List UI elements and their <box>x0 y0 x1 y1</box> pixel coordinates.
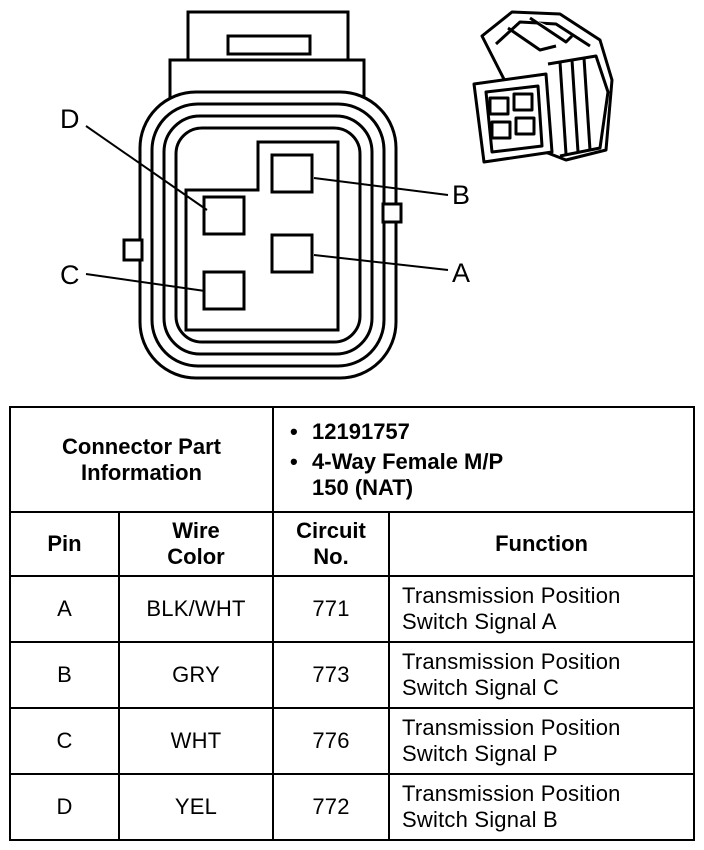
header-wire-color: Wire Color <box>117 511 275 577</box>
header-circuit-no: Circuit No. <box>272 511 391 577</box>
circuit-cell: 776 <box>272 707 391 775</box>
wire-color-cell: BLK/WHT <box>117 575 275 643</box>
pin-label-d: D <box>60 104 80 134</box>
pin-label-c: C <box>60 260 80 290</box>
circuit-cell: 771 <box>272 575 391 643</box>
circuit-cell: 773 <box>272 641 391 709</box>
pin-leader-lines <box>85 125 449 292</box>
table-header-row: Pin Wire Color Circuit No. Function <box>9 511 696 577</box>
connector-part-info-list: 12191757 4-Way Female M/P 150 (NAT) <box>272 406 696 513</box>
header-function: Function <box>388 511 696 577</box>
pin-cavity-a <box>270 233 314 274</box>
circuit-cell: 772 <box>272 773 391 841</box>
info-label-line1: Connector Part <box>62 433 221 459</box>
wire-color-cell: WHT <box>117 707 275 775</box>
pin-cell: D <box>9 773 120 841</box>
wire-color-cell: GRY <box>117 641 275 709</box>
pin-cavity-b <box>270 153 314 194</box>
pin-cell: A <box>9 575 120 643</box>
connector-pin-table: Connector Part Information 12191757 4-Wa… <box>8 406 696 841</box>
connector-diagram: D B A C <box>60 10 614 380</box>
connector-part-info-label: Connector Part Information <box>8 406 275 513</box>
part-number: 12191757 <box>290 419 693 445</box>
connector-face-view <box>122 10 403 380</box>
pin-cavity-d <box>202 195 246 236</box>
info-label-line2: Information <box>81 459 202 485</box>
connector-type: 4-Way Female M/P <box>290 449 693 475</box>
connector-type-cont: 150 (NAT) <box>312 474 414 500</box>
pin-label-a: A <box>452 258 470 288</box>
pin-cell: C <box>9 707 120 775</box>
pin-cell: B <box>9 641 120 709</box>
pin-label-b: B <box>452 180 470 210</box>
wire-color-cell: YEL <box>117 773 275 841</box>
header-pin: Pin <box>9 511 120 577</box>
connector-3d-view <box>472 10 614 164</box>
connector-info-row: Connector Part Information 12191757 4-Wa… <box>8 406 696 513</box>
